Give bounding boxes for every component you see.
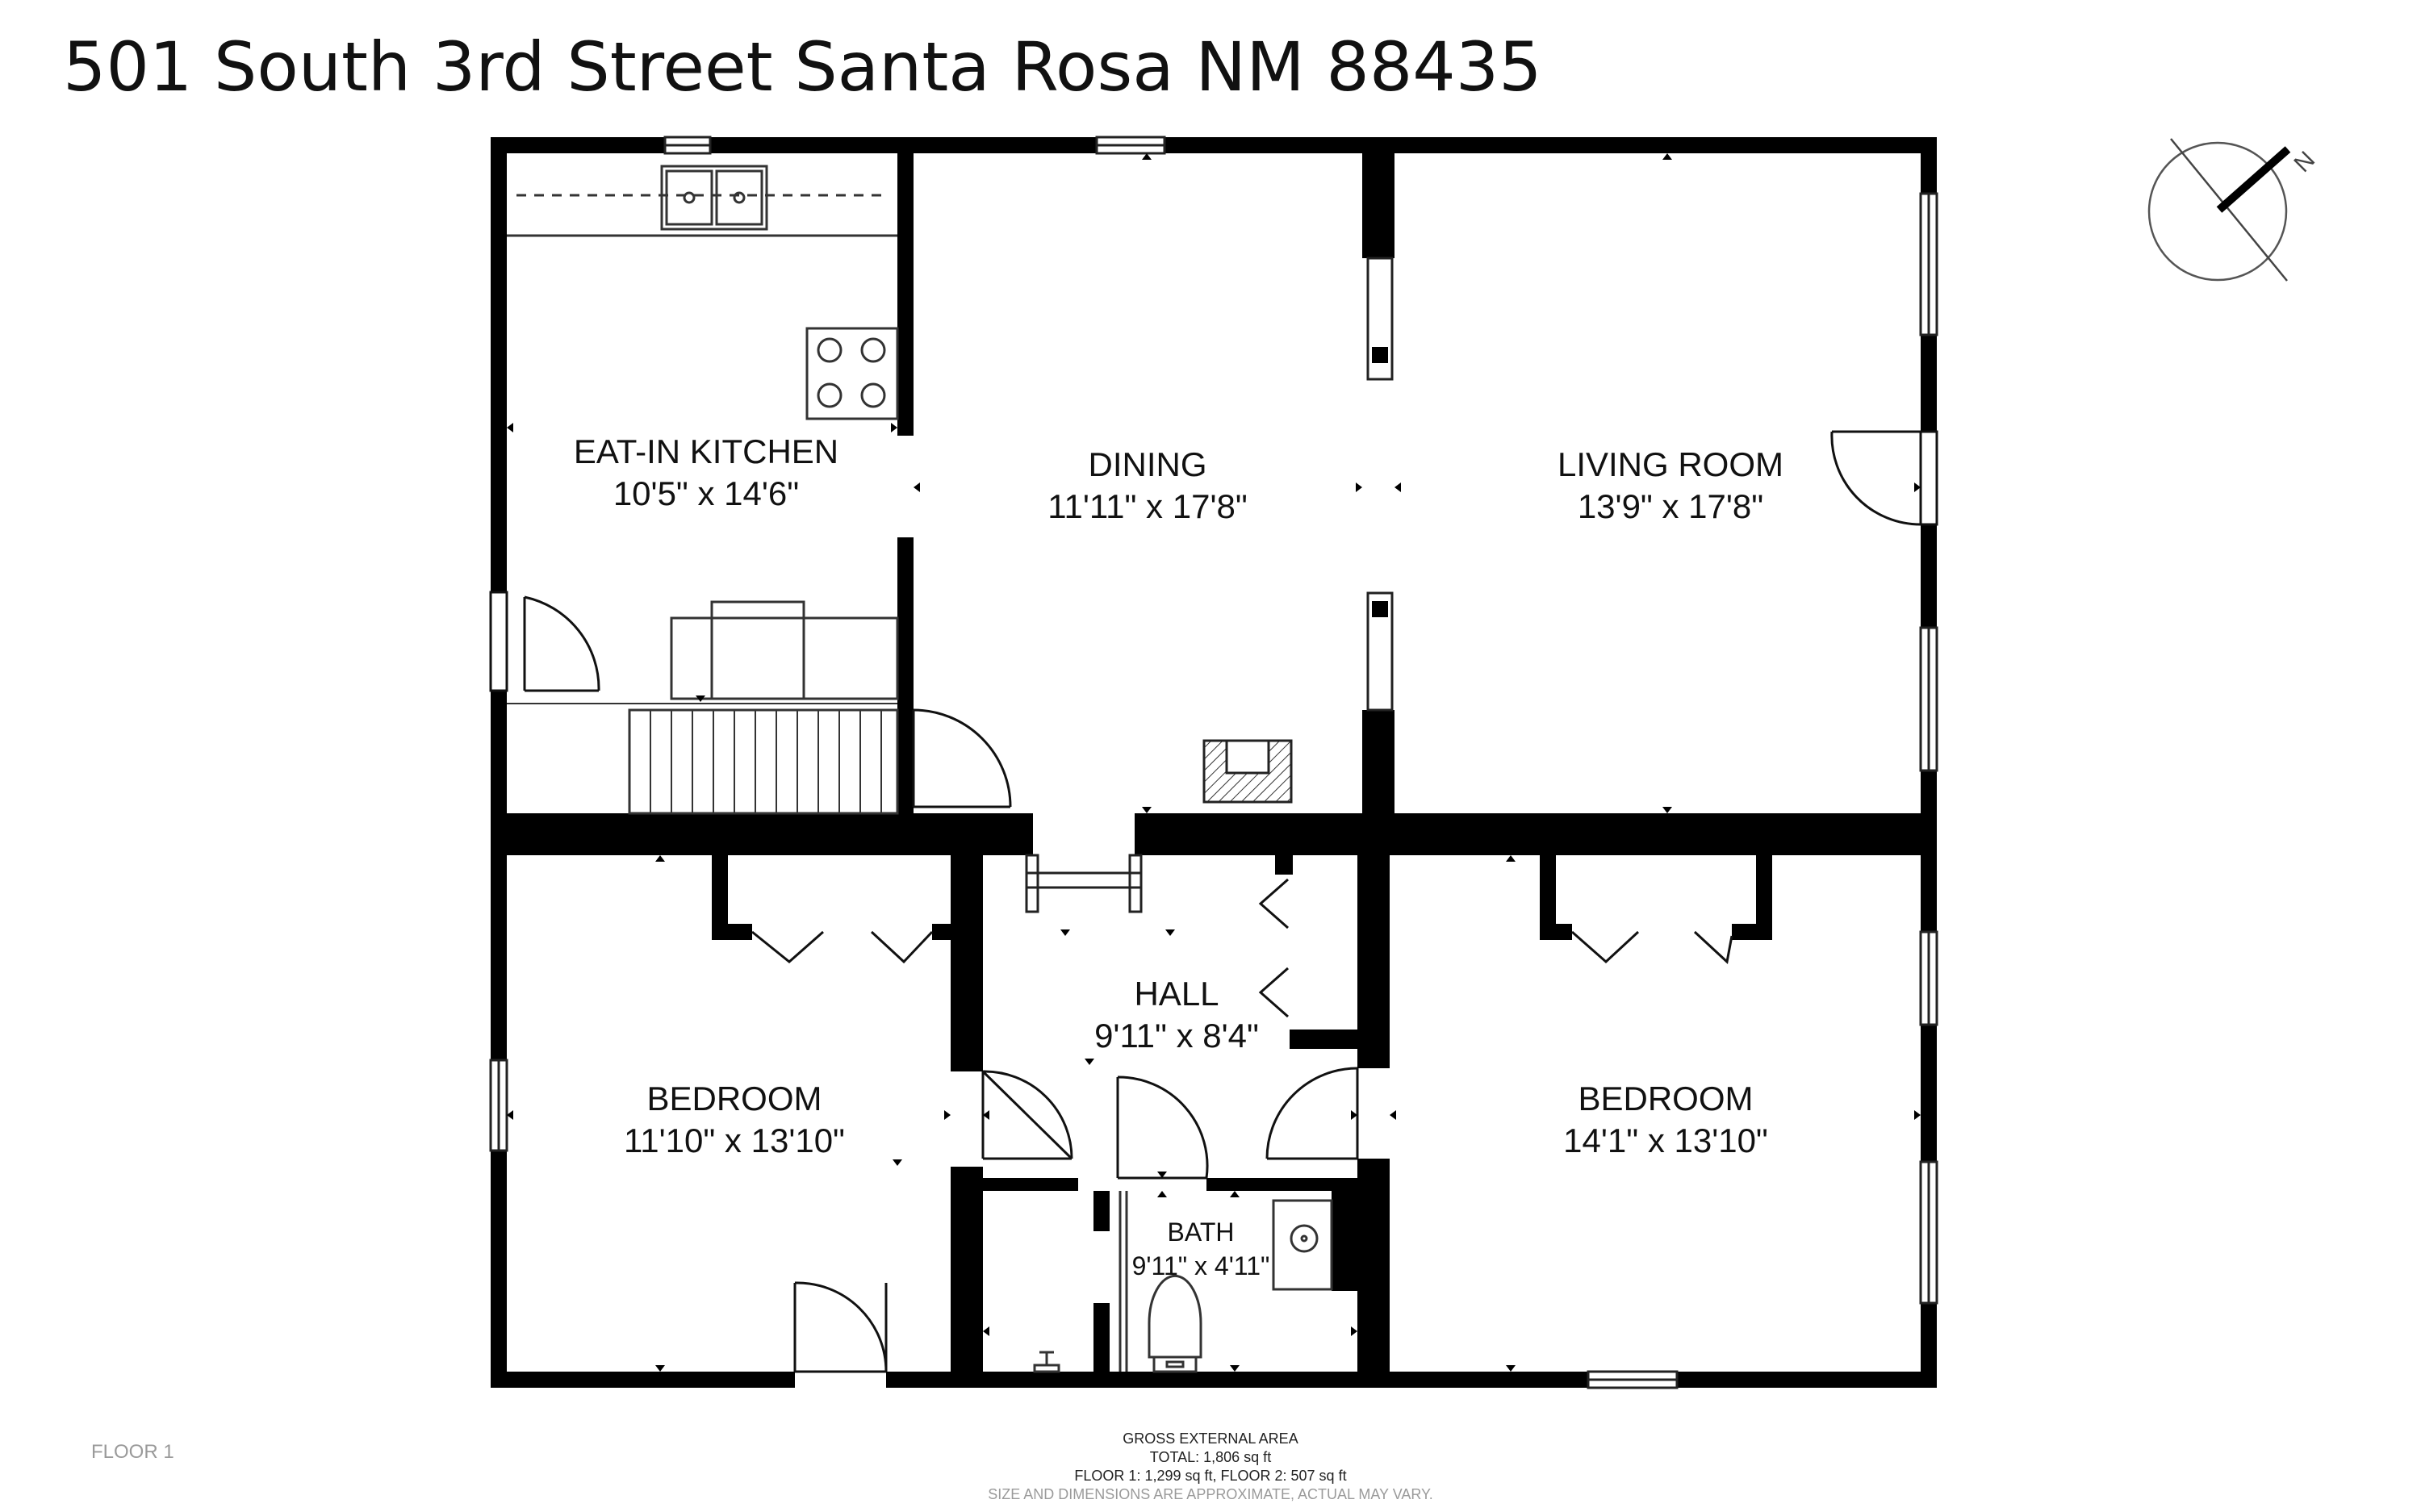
page-title: 501 South 3rd Street Santa Rosa NM 88435 (63, 27, 1542, 107)
room-name-kitchen: EAT-IN KITCHEN (574, 432, 838, 470)
room-labels: EAT-IN KITCHEN 10'5" x 14'6" DINING 11'1… (574, 432, 1783, 1280)
room-name-living-room: LIVING ROOM (1558, 445, 1783, 483)
room-name-bedroom-right: BEDROOM (1578, 1080, 1753, 1117)
floor-label: FLOOR 1 (91, 1441, 174, 1463)
room-dims-bedroom-right: 14'1" x 13'10" (1563, 1121, 1768, 1159)
room-dims-bath: 9'11" x 4'11" (1132, 1251, 1270, 1280)
compass-north-label: N (2289, 146, 2321, 178)
stair-treads (507, 703, 897, 813)
room-name-dining: DINING (1089, 445, 1207, 483)
gross-area-summary: GROSS EXTERNAL AREA TOTAL: 1,806 sq ft F… (807, 1430, 1614, 1504)
room-dims-hall: 9'11" x 8'4" (1094, 1017, 1259, 1055)
area-total: TOTAL: 1,806 sq ft (1149, 1449, 1272, 1465)
walls (491, 137, 1937, 1388)
room-dims-dining: 11'11" x 17'8" (1047, 487, 1247, 525)
kitchen-fixtures (507, 165, 899, 815)
room-name-hall: HALL (1134, 975, 1219, 1013)
area-heading: GROSS EXTERNAL AREA (1123, 1431, 1298, 1447)
room-dims-kitchen: 10'5" x 14'6" (613, 474, 799, 512)
markers (507, 153, 1921, 1372)
fireplace (1202, 257, 1394, 804)
compass-icon (2147, 138, 2291, 282)
opening-frames (1025, 854, 1143, 913)
room-name-bedroom-left: BEDROOM (646, 1080, 822, 1117)
bath-fixtures (1033, 1191, 1333, 1373)
room-dims-bedroom-left: 11'10" x 13'10" (624, 1121, 845, 1159)
area-disclaimer: SIZE AND DIMENSIONS ARE APPROXIMATE, ACT… (988, 1486, 1433, 1502)
room-dims-living-room: 13'9" x 17'8" (1578, 487, 1763, 525)
area-floors: FLOOR 1: 1,299 sq ft, FLOOR 2: 507 sq ft (1074, 1468, 1347, 1484)
room-name-bath: BATH (1168, 1218, 1235, 1247)
windows (489, 136, 1938, 1389)
